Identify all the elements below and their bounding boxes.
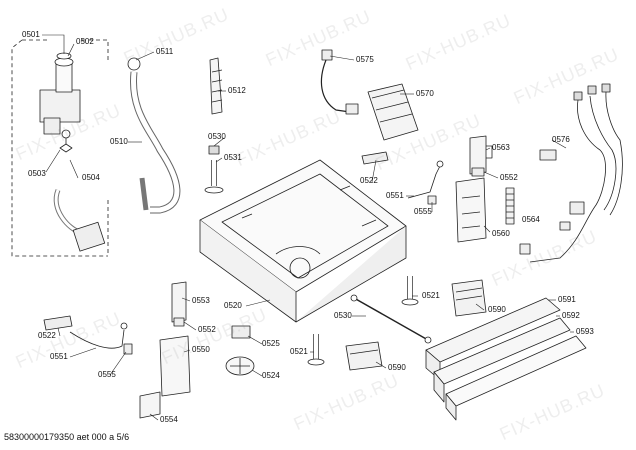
- part-label-0503: 0503: [28, 169, 46, 178]
- part-0555-upper: [427, 195, 437, 205]
- part-label-0521: 0521: [422, 291, 440, 300]
- part-label-0590: 0590: [488, 305, 506, 314]
- cable-harness-0576: [519, 83, 623, 263]
- part-label-0551: 0551: [386, 191, 404, 200]
- part-label-0593: 0593: [576, 327, 594, 336]
- part-label-0564: 0564: [522, 215, 540, 224]
- part-label-0551: 0551: [50, 352, 68, 361]
- part-label-0555: 0555: [414, 207, 432, 216]
- part-label-0555: 0555: [98, 370, 116, 379]
- part-label-0521: 0521: [290, 347, 308, 356]
- clip-0503: [59, 143, 73, 153]
- part-label-0501: 0501: [22, 30, 40, 39]
- part-label-0504: 0504: [82, 173, 100, 182]
- leader-lines: [42, 34, 574, 421]
- part-0555-lower: [123, 343, 133, 355]
- part-label-0560: 0560: [492, 229, 510, 238]
- part-label-0510: 0510: [110, 137, 128, 146]
- part-label-0530: 0530: [334, 311, 352, 320]
- hose-clamp-0511: [127, 57, 141, 71]
- part-label-0520: 0520: [224, 301, 242, 310]
- hose-fitting-0504: [72, 221, 106, 252]
- part-label-0592: 0592: [562, 311, 580, 320]
- hinge-0550: [159, 335, 191, 397]
- clip-0552-upper: [471, 167, 485, 177]
- connector-0575: [321, 49, 333, 61]
- rod-0530: [353, 297, 429, 341]
- part-label-0552: 0552: [500, 173, 518, 182]
- bracket-0512: [209, 57, 223, 115]
- part-label-0511: 0511: [156, 47, 174, 56]
- cable-0551-lower: [69, 329, 125, 349]
- part-label-0554: 0554: [160, 415, 178, 424]
- part-label-0576: 0576: [552, 135, 570, 144]
- part-label-0512: 0512: [228, 86, 246, 95]
- base-tub-0520: [199, 159, 407, 323]
- clip-0552-lower: [173, 317, 185, 327]
- part-label-0530: 0530: [208, 132, 226, 141]
- part-label-0550: 0550: [192, 345, 210, 354]
- part-label-0563: 0563: [492, 143, 510, 152]
- part-label-0570: 0570: [416, 89, 434, 98]
- inlet-valve-0501: [39, 52, 81, 150]
- part-label-0524: 0524: [262, 371, 280, 380]
- part-0554: [139, 391, 161, 419]
- part-label-0553: 0553: [192, 296, 210, 305]
- bracket-0590-lower: [345, 341, 383, 371]
- strip-0522-upper: [361, 151, 389, 165]
- cable-0575: [320, 59, 351, 113]
- part-label-0522: 0522: [38, 331, 56, 340]
- hinge-bracket-0553: [171, 281, 187, 323]
- document-footer-code: 58300000179350 aet 000 a 5/6: [4, 432, 130, 442]
- part-label-0552: 0552: [198, 325, 216, 334]
- part-label-0531: 0531: [224, 153, 242, 162]
- part-label-0525: 0525: [262, 339, 280, 348]
- nut-0530: [208, 145, 220, 155]
- strip-0522-lower: [43, 315, 73, 331]
- hinge-bracket-0563: [469, 135, 487, 175]
- part-label-0522: 0522: [360, 176, 378, 185]
- part-label-0590: 0590: [388, 363, 406, 372]
- part-label-0502: 0502: [76, 37, 94, 46]
- cable-0551-upper: [407, 165, 441, 199]
- clip-0525: [231, 325, 251, 339]
- part-label-0591: 0591: [558, 295, 576, 304]
- part-label-0575: 0575: [356, 55, 374, 64]
- hinge-0560: [455, 177, 487, 243]
- control-module-0570: [367, 83, 419, 141]
